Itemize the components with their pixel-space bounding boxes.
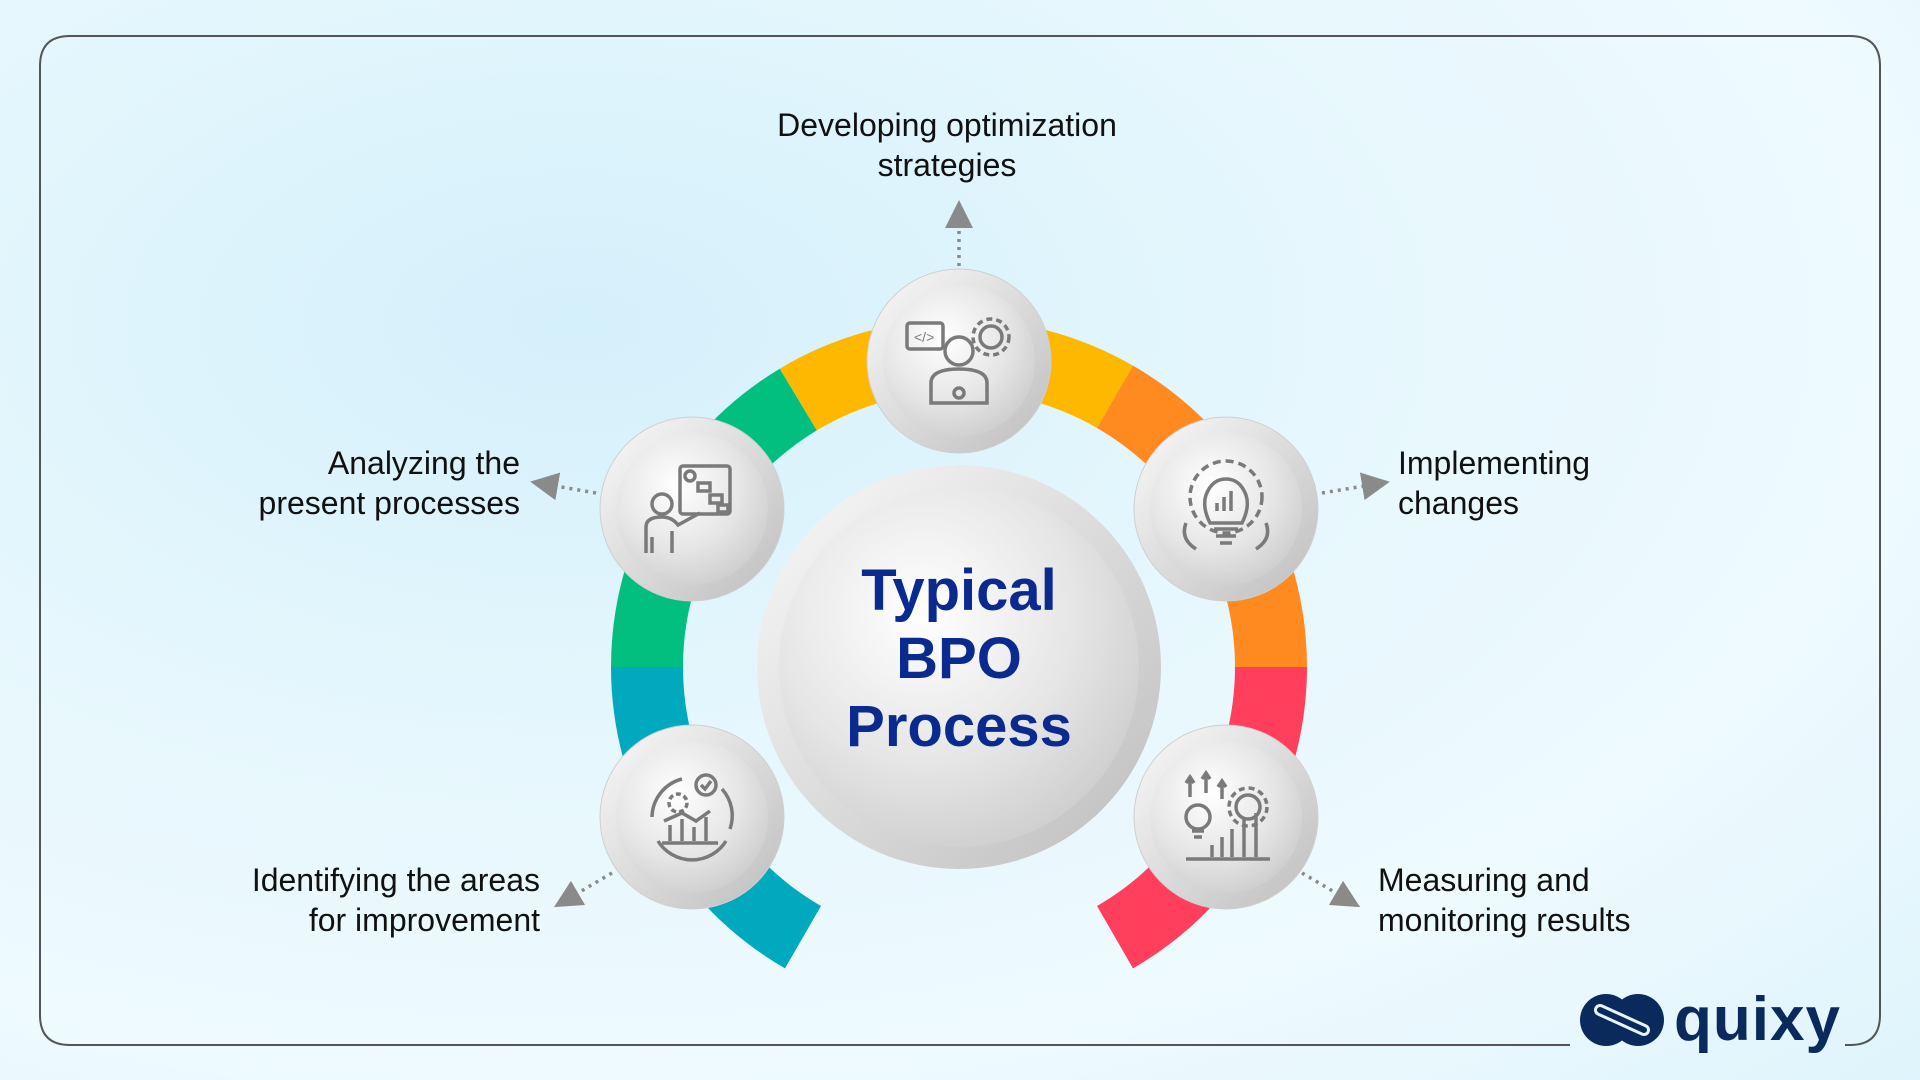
label-line: monitoring results [1378,902,1631,938]
logo-text: quixy [1674,985,1841,1054]
label-line: Implementing [1398,445,1591,481]
connector-analyzing [530,472,597,501]
quixy-logo-icon [1580,994,1664,1046]
connector-implementing [1321,472,1390,501]
analytics-cycle-icon [650,773,735,862]
title-line: BPO [896,626,1022,691]
step-label-identifying: Identifying the areas for improvement [140,860,540,940]
step-circle-identifying [599,724,785,910]
quixy-logo: quixy [1580,985,1841,1054]
label-line: Developing optimization [777,107,1117,143]
label-line: for improvement [308,902,540,938]
step-label-developing: Developing optimization strategies [697,105,1197,185]
title-line: Typical [861,558,1057,623]
growth-chart-icon [1184,769,1270,861]
presentation-flowchart-icon [644,464,732,553]
step-circle-implementing [1133,416,1319,602]
center-circle [757,465,1161,869]
label-line: Identifying the areas [251,862,540,898]
developer-gear-icon: </> [905,317,1011,405]
label-line: Measuring and [1378,862,1590,898]
center-title: Typical BPO Process [759,557,1159,761]
frame-border [39,35,1881,1046]
label-line: strategies [877,147,1017,183]
step-label-implementing: Implementing changes [1398,443,1590,523]
connector-measuring [1301,871,1361,908]
label-line: changes [1398,485,1519,521]
step-circle-measuring [1133,724,1319,910]
label-line: Analyzing the [327,445,520,481]
lightbulb-gear-icon [1182,459,1270,551]
step-label-analyzing: Analyzing the present processes [120,443,520,523]
step-circle-developing: </> [866,268,1052,454]
connector-identifying [553,871,613,908]
step-circle-analyzing [599,416,785,602]
title-line: Process [846,694,1072,759]
step-label-measuring: Measuring and monitoring results [1378,860,1631,940]
svg-text:</>: </> [914,329,934,345]
label-line: present processes [258,485,520,521]
